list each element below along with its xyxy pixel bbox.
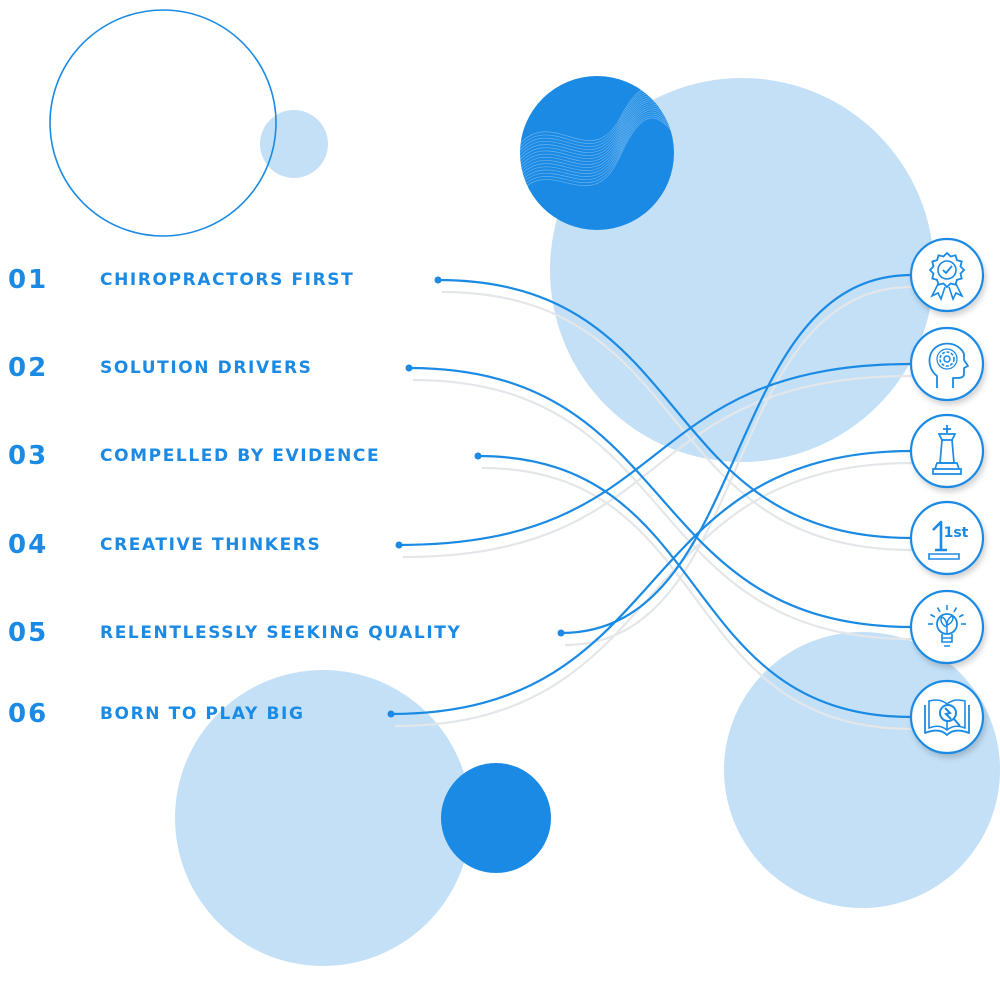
value-label: SOLUTION DRIVERS (100, 358, 313, 378)
numeral-one (932, 520, 947, 552)
value-label: COMPELLED BY EVIDENCE (100, 446, 381, 466)
badge-core (937, 260, 957, 280)
connector-line (398, 362, 913, 547)
first-place-label: 1st (944, 525, 969, 541)
connector-line (477, 454, 913, 719)
value-number: 02 (8, 353, 49, 383)
gear-inner (943, 355, 951, 363)
connector-line (437, 278, 913, 540)
icon-ring (909, 679, 985, 755)
value-label: RELENTLESSLY SEEKING QUALITY (100, 623, 462, 643)
lightbulb-plant-icon (909, 589, 985, 665)
head-gear-icon (909, 326, 985, 402)
king-base (932, 462, 962, 475)
value-number: 03 (8, 441, 49, 471)
book-cover (924, 705, 970, 736)
connector-line (408, 366, 913, 629)
connector-shadow (402, 374, 913, 559)
book-magnifier-icon (909, 679, 985, 755)
wave-line (520, 113, 674, 192)
first-place-icon: 1st (909, 500, 985, 576)
bulb-ray (930, 613, 936, 618)
bulb-ray (953, 607, 958, 613)
icon-ring (909, 500, 985, 576)
value-number: 04 (8, 530, 49, 560)
value-label: BORN TO PLAY BIG (100, 704, 305, 724)
chess-king-icon (909, 413, 985, 489)
value-number: 06 (8, 699, 49, 729)
gear-outer (939, 351, 955, 367)
podium-base (928, 553, 960, 560)
connector-line (390, 449, 913, 716)
badge-check (942, 265, 953, 275)
connector-shadow (394, 461, 913, 728)
award-badge-icon (909, 237, 985, 313)
icon-disc (910, 238, 984, 312)
value-number: 01 (8, 265, 49, 295)
connector-dot (474, 452, 482, 460)
icon-disc (910, 327, 984, 401)
large-light-circle-bottom-right (724, 632, 1000, 908)
large-light-circle-bottom-left (175, 670, 471, 966)
gear-ring (936, 348, 958, 370)
connector-dot (557, 629, 565, 637)
connector-dot (405, 364, 413, 372)
value-number: 05 (8, 618, 49, 648)
icon-ring (909, 237, 985, 313)
head-outline (928, 342, 969, 388)
bulb-ray (958, 613, 964, 618)
value-label: CHIROPRACTORS FIRST (100, 270, 355, 290)
bulb-ray (936, 607, 941, 613)
magnifier-handle (944, 707, 961, 727)
king-cross (943, 425, 951, 433)
connector-shadow (481, 466, 913, 731)
wave-line (520, 117, 674, 199)
bulb-base (941, 634, 953, 647)
connector-dot (387, 710, 395, 718)
bulb-sprout (940, 615, 954, 634)
connector-shadow (412, 378, 913, 641)
connector-line (560, 273, 913, 635)
value-label: CREATIVE THINKERS (100, 535, 322, 555)
connector-dot (434, 276, 442, 284)
connector-shadow (441, 290, 913, 552)
icon-ring (909, 589, 985, 665)
icon-disc (910, 414, 984, 488)
connector-shadow (564, 285, 913, 647)
badge-ribbons (930, 283, 964, 302)
outline-circle-top-left (49, 9, 277, 237)
icon-ring (909, 413, 985, 489)
solid-blue-circle-bottom (441, 763, 551, 873)
icon-ring (909, 326, 985, 402)
small-light-circle-top (260, 110, 328, 178)
connector-dot (395, 541, 403, 549)
wave-line (520, 115, 674, 196)
